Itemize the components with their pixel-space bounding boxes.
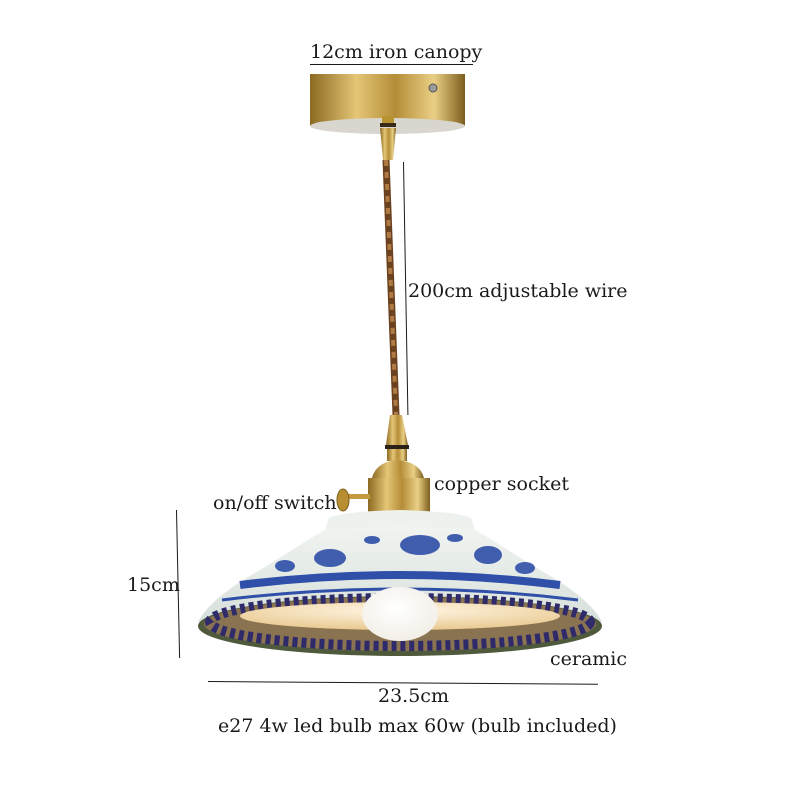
- twisted-wire: [382, 159, 400, 416]
- copper-socket: [368, 415, 430, 512]
- on-off-switch: [336, 488, 370, 512]
- canopy-underline: [310, 64, 473, 65]
- wire-label: 200cm adjustable wire: [408, 280, 628, 302]
- canopy-label: 12cm iron canopy: [310, 41, 483, 63]
- bulb-spec-label: e27 4w led bulb max 60w (bulb included): [218, 715, 617, 737]
- width-label: 23.5cm: [378, 685, 449, 707]
- led-bulb: [362, 587, 438, 641]
- height-label: 15cm: [127, 574, 180, 596]
- material-label: ceramic: [550, 648, 628, 670]
- socket-label: copper socket: [434, 473, 569, 495]
- switch-label: on/off switch: [213, 492, 337, 514]
